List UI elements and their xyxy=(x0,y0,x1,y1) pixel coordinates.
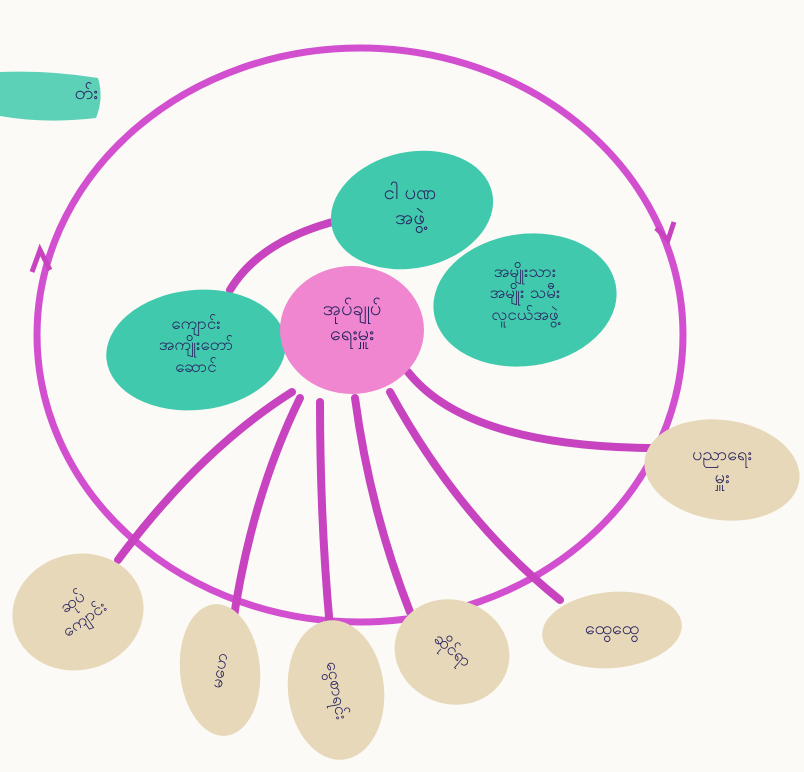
outer-node-o2 xyxy=(542,591,682,669)
outer-node-o2-label: ထွေထွေ xyxy=(584,618,640,639)
corner-tag-highlight xyxy=(0,71,101,121)
outer-node-o5 xyxy=(179,604,261,736)
circle-arrow-right xyxy=(654,221,677,245)
connectors xyxy=(114,216,674,634)
connector-o1 xyxy=(404,368,674,453)
outer-node-o3 xyxy=(394,599,510,705)
connector-top xyxy=(226,216,344,294)
connector-o2 xyxy=(386,388,564,604)
inner-node-left-label: ကျောင်း အကျိုးတော် ဆောင် xyxy=(158,314,234,377)
outer-node-o1 xyxy=(644,419,800,521)
inner-node-right-label: အမျိုးသား အမျိုး သမီး လူငယ်အဖွဲ့ xyxy=(489,262,561,325)
corner-tag-label: တ်း xyxy=(74,82,98,104)
connector-o6 xyxy=(114,388,296,564)
inner-node-right xyxy=(433,233,617,367)
outer-node-o4 xyxy=(287,620,385,760)
inner-node-top xyxy=(330,150,494,270)
connector-o4 xyxy=(316,398,334,632)
circle-arrow-left xyxy=(29,243,53,273)
outer-node-o6 xyxy=(12,553,144,671)
connector-o5 xyxy=(228,394,304,634)
outer-circle xyxy=(33,44,687,626)
inner-node-left xyxy=(106,289,286,411)
center-node-label: အုပ်ချုပ် ရေးမှူး xyxy=(322,296,382,345)
inner-node-top-label: ငါ ပဏ အဖွဲ့ xyxy=(383,180,437,229)
connector-o3 xyxy=(351,394,414,616)
outer-node-o1-label: ပညာရေး မှူး xyxy=(692,444,752,488)
center-node xyxy=(280,266,424,394)
